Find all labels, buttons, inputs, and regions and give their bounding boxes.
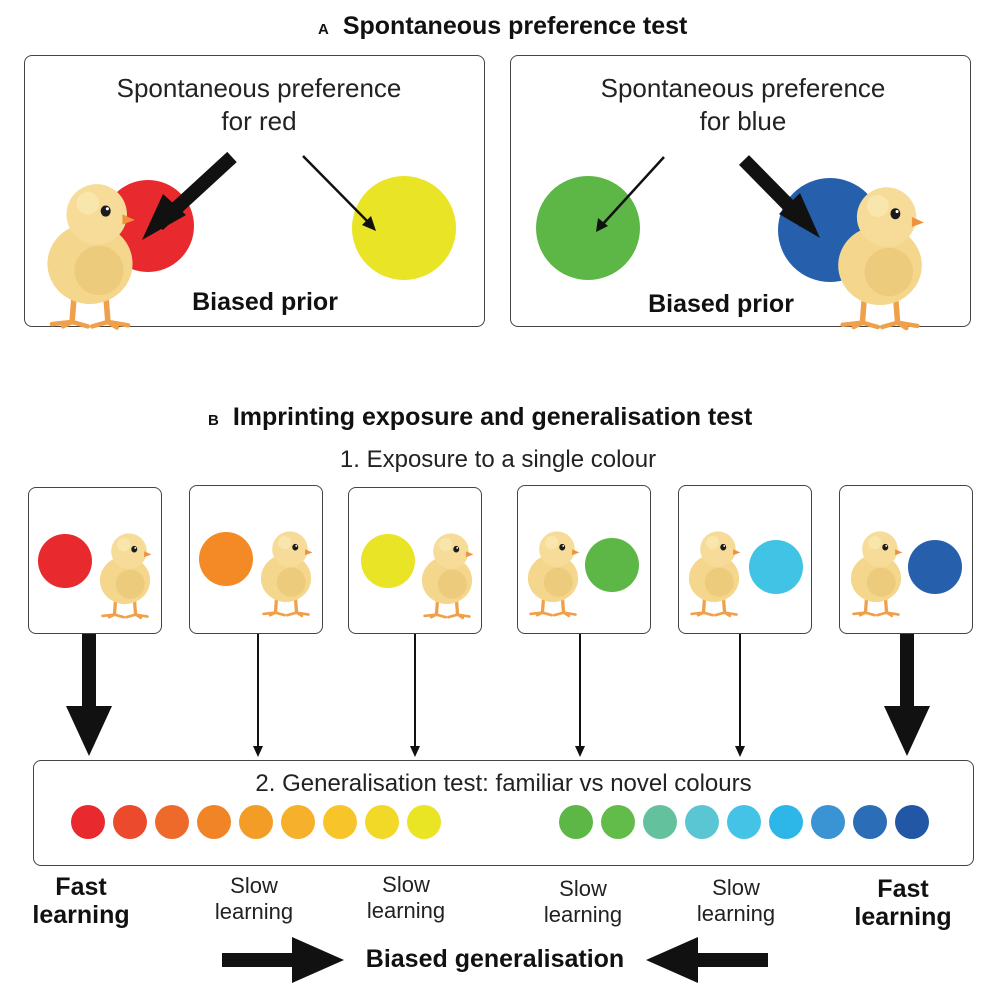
chick-illustration	[687, 529, 743, 618]
learning-word: learning	[543, 902, 623, 927]
caption-line: for red	[221, 106, 297, 136]
learning-speed: Slow	[559, 876, 607, 901]
thick-down-arrow-left	[82, 634, 96, 712]
caption-line: Spontaneous preference	[116, 73, 402, 103]
generalisation-step-label: 2. Generalisation test: familiar vs nove…	[255, 770, 752, 797]
caption-line: for blue	[699, 106, 787, 136]
exposure-step-label: 1. Exposure to a single colour	[339, 446, 657, 473]
panel-a-heading: A Spontaneous preference test	[318, 12, 687, 41]
spectrum-dot-cool	[685, 805, 719, 839]
spectrum-dot-cool	[853, 805, 887, 839]
chick-illustration	[420, 531, 476, 620]
exposure-cyan-circle	[749, 540, 803, 594]
thick-down-arrow-left-head	[66, 706, 112, 756]
thin-arrow-head	[596, 218, 608, 232]
spectrum-dot-cool	[769, 805, 803, 839]
spectrum-dot-warm	[155, 805, 189, 839]
preference-caption-left: Spontaneous preference for red	[84, 72, 434, 138]
learning-word: learning	[214, 899, 294, 924]
learning-speed: Slow	[382, 872, 430, 897]
spectrum-dot-warm	[197, 805, 231, 839]
learning-speed: Fast	[55, 873, 107, 901]
exposure-green-circle	[585, 538, 639, 592]
learning-speed: Slow	[712, 875, 760, 900]
exposure-red-circle	[38, 534, 92, 588]
spectrum-dot-cool	[895, 805, 929, 839]
spectrum-dot-warm	[71, 805, 105, 839]
learning-label: Slow learning	[523, 876, 643, 928]
biased-generalisation-label: Biased generalisation	[365, 945, 625, 973]
thin-down-arrow	[735, 634, 745, 757]
thin-arrow	[302, 155, 372, 226]
thick-arrow-head	[779, 193, 820, 238]
learning-speed: Fast	[877, 875, 929, 903]
biased-prior-label-right: Biased prior	[648, 290, 794, 318]
learning-word: learning	[32, 901, 130, 929]
panel-a-title: Spontaneous preference test	[342, 12, 688, 40]
spectrum-dot-warm	[365, 805, 399, 839]
learning-word: learning	[696, 901, 776, 926]
thin-arrow-head	[362, 216, 376, 231]
biased-prior-label-left: Biased prior	[192, 288, 338, 316]
learning-label: Fast learning	[21, 873, 141, 929]
chick-illustration	[47, 184, 134, 327]
spectrum-dot-cool	[811, 805, 845, 839]
green-stimulus-circle	[536, 176, 640, 280]
chick-illustration	[259, 529, 315, 618]
learning-label: Fast learning	[843, 875, 963, 931]
left-pointing-arrow-head	[646, 937, 698, 983]
thick-arrow-head	[142, 194, 186, 240]
spectrum-dot-warm	[323, 805, 357, 839]
spectrum-dot-cool	[643, 805, 677, 839]
left-pointing-arrow-shaft	[692, 953, 768, 967]
caption-line: Spontaneous preference	[600, 73, 886, 103]
chick-illustration	[526, 529, 582, 618]
chick-illustration	[98, 531, 154, 620]
thin-arrow	[601, 156, 665, 226]
right-pointing-arrow-head	[292, 937, 344, 983]
yellow-stimulus-circle	[352, 176, 456, 280]
spectrum-dot-cool	[559, 805, 593, 839]
thin-down-arrow	[410, 634, 420, 757]
spectrum-dot-warm	[113, 805, 147, 839]
learning-label: Slow learning	[194, 873, 314, 925]
preference-caption-right: Spontaneous preference for blue	[568, 72, 918, 138]
right-pointing-arrow-shaft	[222, 953, 298, 967]
learning-word: learning	[854, 903, 952, 931]
thin-down-arrow	[575, 634, 585, 757]
thin-down-arrow	[253, 634, 263, 757]
spectrum-dot-warm	[407, 805, 441, 839]
colour-spectrum	[71, 805, 929, 839]
thick-down-arrow-right	[900, 634, 914, 712]
spectrum-dot-cool	[727, 805, 761, 839]
exposure-blue-circle	[908, 540, 962, 594]
learning-word: learning	[366, 898, 446, 923]
spectrum-dot-cool	[601, 805, 635, 839]
panel-b-heading: B Imprinting exposure and generalisation …	[208, 403, 752, 432]
exposure-orange-circle	[199, 532, 253, 586]
exposure-yellow-circle	[361, 534, 415, 588]
learning-label: Slow learning	[676, 875, 796, 927]
panel-a-letter: A	[318, 21, 329, 38]
chick-illustration	[849, 529, 905, 618]
spectrum-dot-warm	[281, 805, 315, 839]
learning-speed: Slow	[230, 873, 278, 898]
learning-label: Slow learning	[346, 872, 466, 924]
thick-down-arrow-right-head	[884, 706, 930, 756]
spectrum-dot-warm	[239, 805, 273, 839]
panel-b-letter: B	[208, 412, 219, 429]
panel-b-title: Imprinting exposure and generalisation t…	[232, 403, 753, 431]
